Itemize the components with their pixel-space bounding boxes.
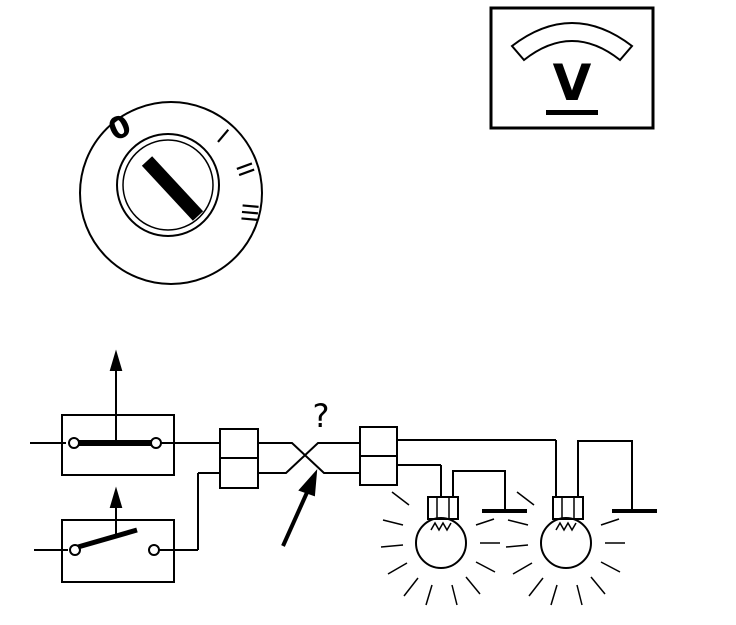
ignition-inner-ring bbox=[116, 133, 220, 237]
lower-switch-contact-lever bbox=[77, 527, 138, 550]
bulb-1-ray bbox=[391, 491, 410, 506]
lower-switch-arrow-up-icon bbox=[109, 486, 123, 508]
ignition-position-0: 0 bbox=[103, 108, 137, 149]
bulb-1-ray bbox=[451, 584, 458, 606]
bulb-2-ray bbox=[576, 584, 583, 606]
voltmeter-symbol: V bbox=[553, 54, 592, 112]
ignition-position-2: II bbox=[230, 159, 258, 180]
upper-switch-terminal-left bbox=[68, 437, 80, 449]
bulb-2-rays bbox=[505, 491, 625, 606]
bulb-2-ray bbox=[516, 491, 535, 506]
left-connector bbox=[219, 428, 259, 489]
bulb-2-ray bbox=[505, 544, 529, 548]
bulb-1 bbox=[380, 470, 527, 606]
fault-pointer-arrow-icon bbox=[298, 469, 318, 497]
bulb-1-ray bbox=[403, 577, 419, 597]
ignition-position-1: I bbox=[212, 125, 233, 148]
bulb-2-glass bbox=[540, 517, 592, 569]
voltmeter-frame bbox=[489, 6, 655, 130]
ignition-key-slot bbox=[141, 156, 204, 221]
bulb-1-ray bbox=[382, 519, 404, 526]
bulb-2-ray bbox=[512, 562, 533, 575]
ignition-switch: 0 I II III bbox=[79, 101, 263, 285]
lower-switch-terminal-left bbox=[69, 544, 81, 556]
bulb-1-ray bbox=[387, 562, 408, 575]
bulb-1-ray bbox=[475, 518, 495, 526]
crossed-wire-a bbox=[258, 442, 360, 474]
bulb-2-ray bbox=[600, 518, 620, 526]
fault-pointer-shaft bbox=[281, 487, 311, 547]
circuit: ? bbox=[30, 349, 657, 606]
bulb-1-socket bbox=[427, 496, 459, 520]
bulb-2-socket bbox=[552, 496, 584, 520]
bulb-2-ground-wire bbox=[577, 440, 633, 510]
upper-switch bbox=[30, 349, 220, 476]
bulb-1-filament bbox=[430, 521, 452, 532]
bulb-1-glass bbox=[415, 517, 467, 569]
crossed-wires bbox=[258, 442, 360, 474]
ignition-outer-ring bbox=[79, 101, 263, 285]
bulb-1-ray bbox=[380, 544, 404, 548]
bulb-2-ray bbox=[550, 584, 558, 606]
upper-switch-terminal-right bbox=[150, 437, 162, 449]
ignition-position-3: III bbox=[235, 202, 262, 224]
crossed-wire-b bbox=[258, 442, 360, 474]
right-connector bbox=[359, 426, 398, 486]
lower-switch-terminal-right bbox=[148, 544, 160, 556]
unknown-fault-marker: ? bbox=[313, 397, 330, 435]
lower-switch bbox=[34, 472, 220, 583]
upper-switch-box bbox=[61, 414, 175, 476]
upper-switch-arrow-up-icon bbox=[109, 349, 123, 371]
bulb-wiring bbox=[397, 439, 557, 497]
bulb-2-filament bbox=[555, 521, 577, 532]
bulb-1-ray bbox=[425, 584, 433, 606]
bulb-2-ray bbox=[528, 577, 544, 597]
voltmeter: V bbox=[489, 6, 655, 130]
bulb-2 bbox=[505, 440, 657, 606]
bulb-1-ray bbox=[475, 561, 496, 573]
bulb-1-ray bbox=[465, 576, 481, 595]
bulb-2-ray bbox=[507, 519, 529, 526]
bulb-2-ray bbox=[590, 576, 606, 595]
voltmeter-scale-arc bbox=[510, 22, 634, 62]
bulb-1-ground-wire bbox=[452, 470, 506, 510]
ignition-cylinder bbox=[122, 139, 214, 231]
bulb-1-rays bbox=[380, 491, 500, 606]
voltmeter-underline bbox=[546, 110, 598, 115]
bulb-2-ray bbox=[600, 561, 621, 573]
